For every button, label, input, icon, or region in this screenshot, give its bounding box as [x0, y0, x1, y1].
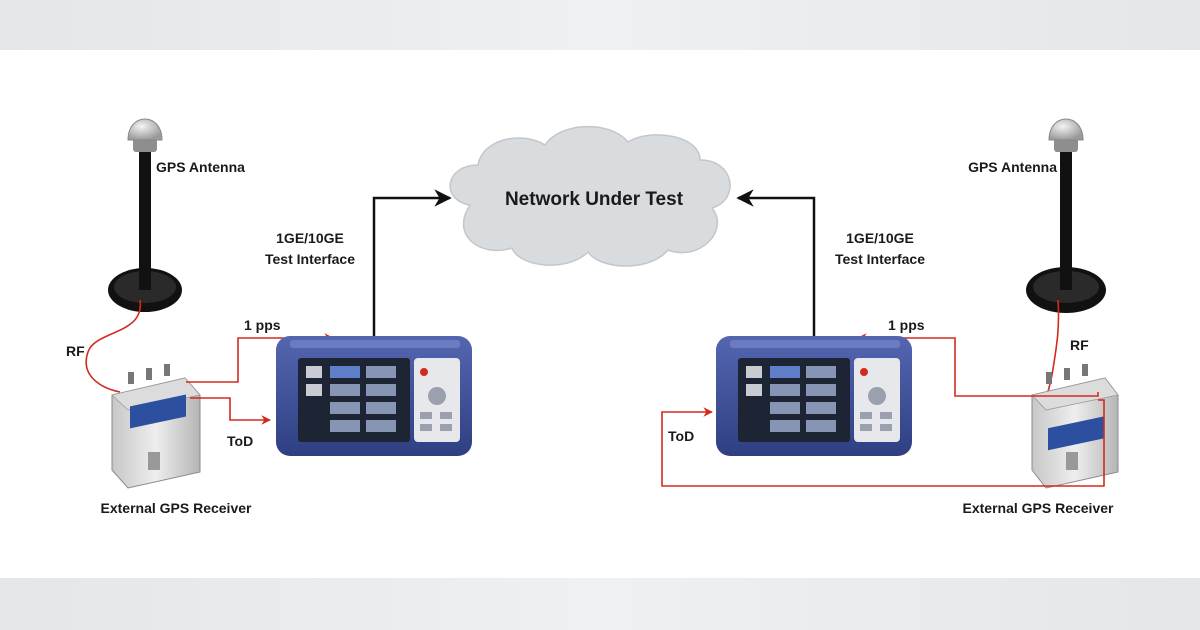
left-receiver-label: External GPS Receiver [101, 500, 253, 516]
right-gps-receiver [1031, 364, 1119, 489]
left-interface-line1: 1GE/10GE [276, 230, 344, 246]
left-interface-line2: Test Interface [265, 251, 355, 267]
right-gps-antenna [1026, 118, 1106, 313]
left-tod-arrow [190, 397, 271, 425]
right-network-link-arrow [736, 189, 816, 336]
right-interface-line2: Test Interface [835, 251, 925, 267]
right-tod-label: ToD [668, 428, 694, 444]
right-tester-device [716, 336, 912, 456]
diagram-canvas: Network Under Test GPS Antenna RF [0, 50, 1200, 578]
right-tod-arrow [661, 399, 1105, 487]
bottom-band [0, 578, 1200, 630]
right-interface-line1: 1GE/10GE [846, 230, 914, 246]
left-gps-receiver [111, 364, 201, 489]
left-pps-label: 1 pps [244, 317, 281, 333]
left-rf-label: RF [66, 343, 85, 359]
left-rf-cable [85, 299, 141, 393]
left-network-link-arrow [372, 189, 452, 338]
left-tod-label: ToD [227, 433, 253, 449]
left-antenna-label: GPS Antenna [156, 159, 245, 175]
right-antenna-label: GPS Antenna [968, 159, 1057, 175]
network-cloud: Network Under Test [449, 125, 731, 267]
right-rf-label: RF [1070, 337, 1089, 353]
left-gps-antenna [108, 118, 182, 312]
right-pps-label: 1 pps [888, 317, 925, 333]
left-tester-device [276, 336, 472, 456]
top-band [0, 0, 1200, 50]
right-receiver-label: External GPS Receiver [963, 500, 1115, 516]
cloud-label: Network Under Test [505, 189, 684, 210]
right-pps-arrow [857, 333, 1099, 397]
gps-test-diagram: Network Under Test GPS Antenna RF [66, 118, 1119, 516]
